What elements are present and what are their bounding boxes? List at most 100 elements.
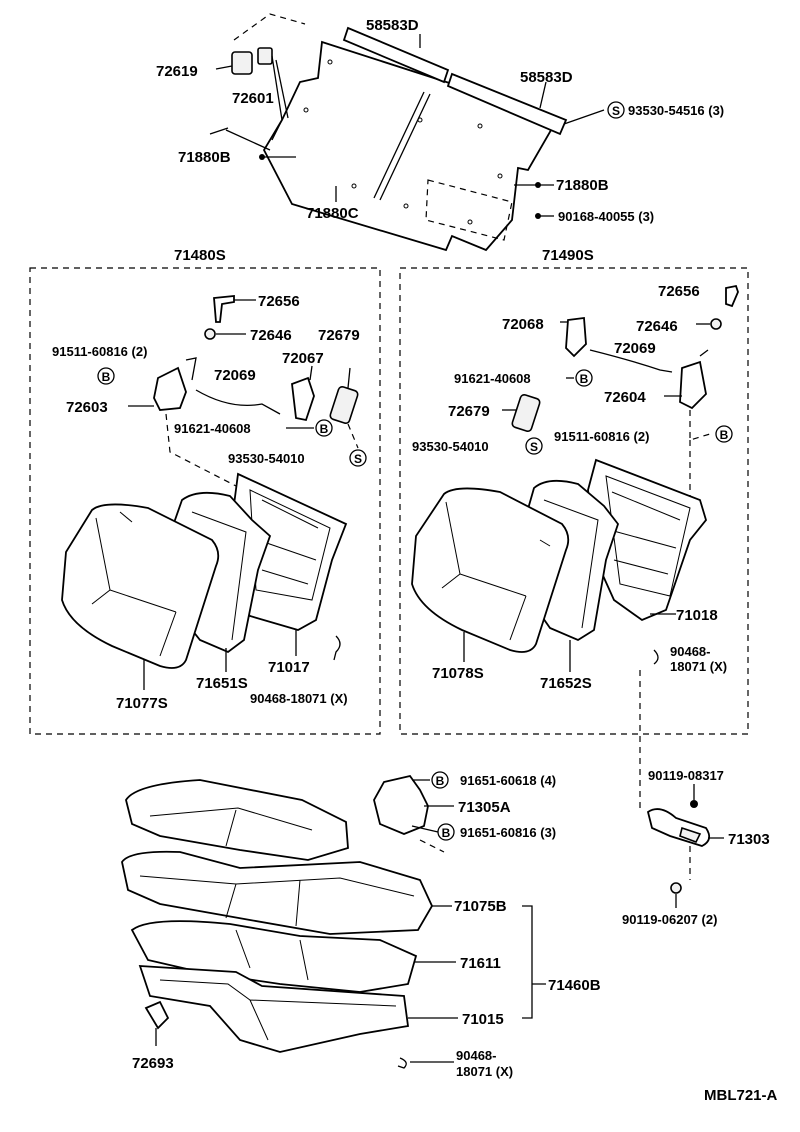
- handle-72067: [291, 376, 315, 422]
- bolt-90119-06207: [670, 882, 682, 894]
- clip-72693: [144, 1000, 170, 1030]
- bracket-72601: [257, 47, 273, 65]
- label-71460B: 71460B: [548, 977, 601, 994]
- seatback-board-assembly: S: [209, 13, 625, 252]
- bottom-labels: 91651-60618 (4) 71305A 91651-60816 (3) 9…: [132, 768, 778, 1104]
- label-71880C: 71880C: [306, 205, 359, 222]
- bolt-symbol-label: B: [320, 422, 329, 436]
- label-71880B-a: 71880B: [178, 149, 231, 166]
- label-b71303: 71303: [728, 831, 770, 848]
- label-l72067: 72067: [282, 350, 324, 367]
- screw-symbol-icon: [607, 101, 625, 119]
- label-58583D-a: 58583D: [366, 17, 419, 34]
- right-group-box: [399, 267, 749, 735]
- label-r72656: 72656: [658, 283, 700, 300]
- bracket-71305A: [373, 774, 429, 835]
- label-r72604: 72604: [604, 389, 646, 406]
- cable-72069: [195, 389, 281, 415]
- label-72619: 72619: [156, 63, 198, 80]
- label-l71017: 71017: [268, 659, 310, 676]
- bolt-symbol-icon: [431, 771, 449, 789]
- cushion-pad-71611: [130, 920, 418, 993]
- label-71480S: 71480S: [174, 247, 226, 264]
- label-l91511-60816: 91511-60816 (2): [52, 344, 147, 359]
- screw-symbol-icon: [525, 437, 543, 455]
- right-labels: 72656 72068 72646 72069 91621-40608 7260…: [412, 283, 727, 692]
- left-seatback-group: 71480S B B S: [29, 247, 381, 735]
- label-b72693: 72693: [132, 1055, 174, 1072]
- hook-90468: [397, 1057, 407, 1069]
- lever-72656: [213, 295, 235, 323]
- label-l91621-40608: 91621-40608: [174, 421, 251, 436]
- label-l71077S: 71077S: [116, 695, 168, 712]
- label-r71018: 71018: [676, 607, 718, 624]
- label-b71075B: 71075B: [454, 898, 507, 915]
- bolt-symbol-icon: [437, 823, 455, 841]
- label-58583D-b: 58583D: [520, 69, 573, 86]
- label-r72646: 72646: [636, 318, 678, 335]
- label-b91651-60816: 91651-60816 (3): [460, 825, 556, 840]
- label-b90468-b: 18071 (X): [456, 1064, 513, 1079]
- label-l72679: 72679: [318, 327, 360, 344]
- screw-symbol-label: S: [530, 440, 538, 454]
- label-r72068: 72068: [502, 316, 544, 333]
- label-b71015: 71015: [462, 1011, 504, 1028]
- bracket-72604: [679, 360, 707, 410]
- label-l72069: 72069: [214, 367, 256, 384]
- bracket-72619: [231, 51, 253, 75]
- bracket-72603: [153, 366, 187, 411]
- label-r90468-a: 90468-: [670, 644, 710, 659]
- cushion-cover-71075B: [121, 850, 434, 935]
- hook-90468: [333, 635, 341, 661]
- label-b71611: 71611: [460, 955, 501, 972]
- label-71490S: 71490S: [542, 247, 594, 264]
- label-b90468-a: 90468-: [456, 1048, 496, 1063]
- cushion-frame-71015: [138, 965, 410, 1053]
- label-l72656: 72656: [258, 293, 300, 310]
- bolt-symbol-label: B: [580, 372, 589, 386]
- label-l90468-18071: 90468-18071 (X): [250, 691, 348, 706]
- knob-72679: [511, 393, 541, 433]
- rail-58583D-right: [446, 72, 568, 136]
- label-l71651S: 71651S: [196, 675, 248, 692]
- bolt-symbol-icon: [97, 367, 115, 385]
- bolt-symbol-icon: [715, 425, 733, 443]
- label-b90119-08317: 90119-08317: [648, 768, 724, 783]
- label-l72603: 72603: [66, 399, 108, 416]
- label-b91651-60618: 91651-60618 (4): [460, 773, 556, 788]
- hook-90468: [653, 649, 659, 665]
- bolt-symbol-label: B: [442, 826, 451, 840]
- bolt-symbol-label: B: [102, 370, 111, 384]
- label-r71078S: 71078S: [432, 665, 484, 682]
- label-r91621-40608: 91621-40608: [454, 371, 531, 386]
- label-93530-54516: 93530-54516 (3): [628, 103, 724, 118]
- knob-72679: [329, 385, 359, 425]
- label-b71305A: 71305A: [458, 799, 511, 816]
- seat-cushion-group: B B: [121, 670, 724, 1069]
- top-labels: 58583D 58583D 72619 72601 93530-54516 (3…: [156, 17, 724, 224]
- left-labels: 72656 72646 72679 91511-60816 (2) 72067 …: [52, 293, 360, 712]
- screw-symbol-label: S: [354, 452, 362, 466]
- label-90168-40055: 90168-40055 (3): [558, 209, 654, 224]
- hinge-71303: [646, 808, 711, 847]
- label-71880B-b: 71880B: [556, 177, 609, 194]
- left-group-box: [29, 267, 381, 735]
- label-l72646: 72646: [250, 327, 292, 344]
- bolt-symbol-label: B: [720, 428, 729, 442]
- right-seatback-group: 71490S B S B: [399, 247, 749, 735]
- cushion-cover-71075B-back: [125, 779, 349, 861]
- label-l93530-54010: 93530-54010: [228, 451, 305, 466]
- label-r91511-60816: 91511-60816 (2): [554, 429, 649, 444]
- label-r93530-54010: 93530-54010: [412, 439, 489, 454]
- bracket-72068: [565, 316, 587, 358]
- cable-72069: [589, 349, 673, 373]
- lever-72656: [725, 284, 739, 308]
- clip-72646: [204, 328, 216, 340]
- label-r72069: 72069: [614, 340, 656, 357]
- clip-72646: [710, 318, 722, 330]
- label-r72679: 72679: [448, 403, 490, 420]
- bolt-symbol-icon: [575, 369, 593, 387]
- label-b90119-06207: 90119-06207 (2): [622, 912, 717, 927]
- seatback-board-71880C: [262, 40, 560, 252]
